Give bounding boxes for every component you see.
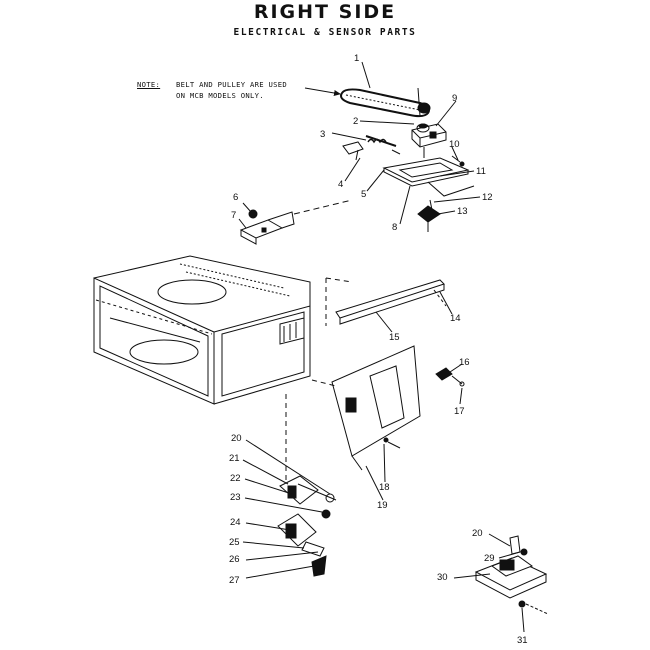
callout-3: 3 [320, 129, 325, 140]
callout-20: 20 [231, 433, 242, 444]
belt-part [340, 88, 431, 118]
note-line-2: ON MCB MODELS ONLY. [176, 91, 264, 100]
nut-bracket-part [239, 199, 353, 245]
callout-13: 13 [457, 206, 468, 217]
callout-20-lower: 20 [472, 528, 483, 539]
motor-bracket-assembly [474, 535, 549, 615]
note-arrow [304, 87, 341, 96]
callout-11: 11 [476, 166, 486, 177]
page-title: RIGHT SIDE [253, 1, 397, 23]
switch-assembly [277, 475, 337, 577]
note-line-1: BELT AND PULLEY ARE USED [176, 80, 288, 89]
motor-part [411, 123, 447, 158]
callout-21: 21 [229, 453, 240, 464]
callout-18: 18 [379, 482, 390, 493]
bracket-plate [382, 155, 475, 197]
callout-14: 14 [450, 313, 461, 324]
sensor-part [342, 141, 364, 161]
callout-22: 22 [230, 473, 241, 484]
spring-part [365, 135, 401, 155]
callout-5: 5 [361, 189, 366, 200]
note-label: NOTE: [137, 80, 161, 89]
callout-7: 7 [231, 210, 236, 221]
callout-10: 10 [449, 139, 460, 150]
callout-2: 2 [353, 116, 358, 127]
callout-12: 12 [482, 192, 493, 203]
callout-19: 19 [377, 500, 388, 511]
callout-31: 31 [517, 635, 528, 646]
page-subtitle: ELECTRICAL & SENSOR PARTS [233, 27, 417, 38]
fan-blade-part [417, 199, 441, 232]
callout-16: 16 [459, 357, 470, 368]
callout-17: 17 [454, 406, 465, 417]
callout-9: 9 [452, 93, 457, 104]
callout-25: 25 [229, 537, 240, 548]
callout-23: 23 [230, 492, 241, 503]
callout-29: 29 [484, 553, 495, 564]
callout-26: 26 [229, 554, 240, 565]
callout-15: 15 [389, 332, 400, 343]
callout-24: 24 [230, 517, 241, 528]
callout-8: 8 [392, 222, 397, 233]
callout-6: 6 [233, 192, 238, 203]
cover-panel [331, 345, 421, 471]
callout-30: 30 [437, 572, 448, 583]
oven-cavity [93, 255, 311, 405]
callout-27: 27 [229, 575, 240, 586]
bolt-part [435, 367, 465, 387]
callout-labels: 1 2 3 4 5 6 7 8 9 10 11 12 13 14 15 16 1… [229, 53, 528, 646]
callout-1: 1 [354, 53, 359, 64]
callout-4: 4 [338, 179, 343, 190]
rail-part [335, 279, 447, 325]
